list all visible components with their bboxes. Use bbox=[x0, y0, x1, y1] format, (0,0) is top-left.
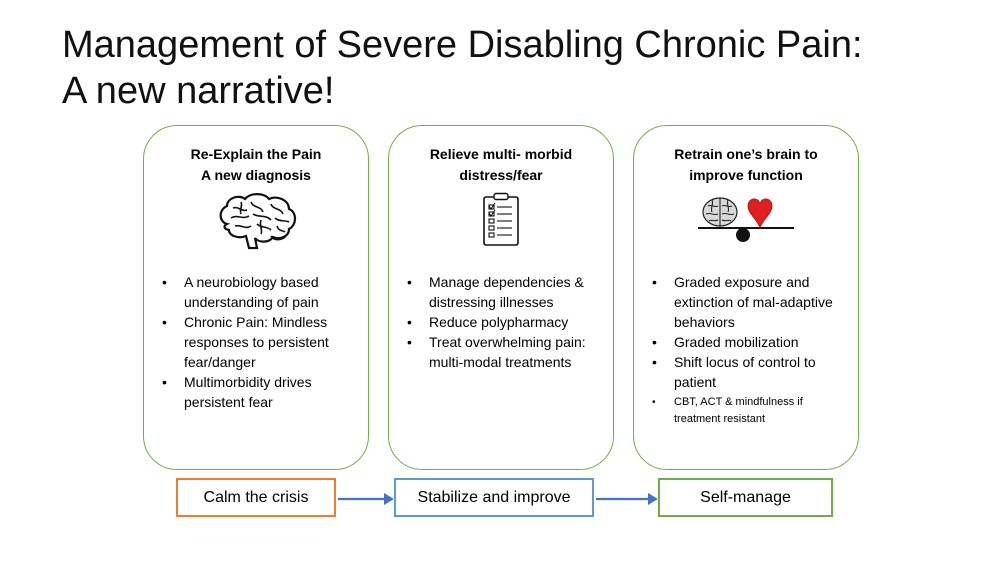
slide-title-line-2: A new narrative! bbox=[62, 70, 335, 112]
card-relieve-distress: Relieve multi- morbid distress/fear Mana… bbox=[388, 125, 614, 470]
bullet-item: Reduce polypharmacy bbox=[407, 312, 605, 332]
bullet-item: Treat overwhelming pain: multi-modal tre… bbox=[407, 332, 605, 372]
arrow-1 bbox=[338, 493, 394, 505]
stage-self-manage: Self-manage bbox=[658, 478, 833, 517]
stage-calm-the-crisis: Calm the crisis bbox=[176, 478, 336, 517]
card-heading-line: Retrain one’s brain to bbox=[674, 146, 818, 162]
card-heading-line: A new diagnosis bbox=[201, 167, 311, 183]
bullet-item: Chronic Pain: Mindless responses to pers… bbox=[162, 312, 360, 372]
card-heading-line: improve function bbox=[689, 167, 803, 183]
bullet-item: A neurobiology based understanding of pa… bbox=[162, 272, 360, 312]
bullet-item: Shift locus of control to patient bbox=[652, 352, 850, 392]
bullet-list: A neurobiology based understanding of pa… bbox=[160, 272, 360, 412]
slide-title: Management of Severe Disabling Chronic P… bbox=[62, 22, 962, 114]
stage-stabilize-and-improve: Stabilize and improve bbox=[394, 478, 594, 517]
bullet-item: Graded exposure and extinction of mal-ad… bbox=[652, 272, 850, 332]
bullet-item: Manage dependencies & distressing illnes… bbox=[407, 272, 605, 312]
bullet-item: Multimorbidity drives persistent fear bbox=[162, 372, 360, 412]
bullet-list: Manage dependencies & distressing illnes… bbox=[405, 272, 605, 372]
card-heading-line: Re-Explain the Pain bbox=[190, 146, 322, 162]
card-heading-line: Relieve multi- morbid bbox=[429, 146, 573, 162]
card-re-explain-pain: Re-Explain the Pain A new diagnosis A ne… bbox=[143, 125, 369, 470]
card-heading-line: distress/fear bbox=[459, 167, 543, 183]
heart-icon bbox=[747, 198, 773, 229]
card-heading: Retrain one’s brain to improve function bbox=[634, 144, 858, 186]
arrow-2 bbox=[596, 493, 658, 505]
card-retrain-brain: Retrain one’s brain to improve function … bbox=[633, 125, 859, 470]
bullet-list: Graded exposure and extinction of mal-ad… bbox=[650, 272, 850, 428]
bullet-item: CBT, ACT & mindfulness if treatment resi… bbox=[652, 394, 850, 428]
brain-icon bbox=[144, 192, 368, 252]
card-heading: Relieve multi- morbid distress/fear bbox=[389, 144, 613, 186]
slide-title-line-1: Management of Severe Disabling Chronic P… bbox=[62, 24, 863, 66]
brain-heart-balance-icon bbox=[634, 192, 858, 252]
clipboard-checklist-icon bbox=[389, 192, 613, 252]
card-heading: Re-Explain the Pain A new diagnosis bbox=[144, 144, 368, 186]
bullet-item: Graded mobilization bbox=[652, 332, 850, 352]
small-brain-icon bbox=[702, 197, 738, 227]
